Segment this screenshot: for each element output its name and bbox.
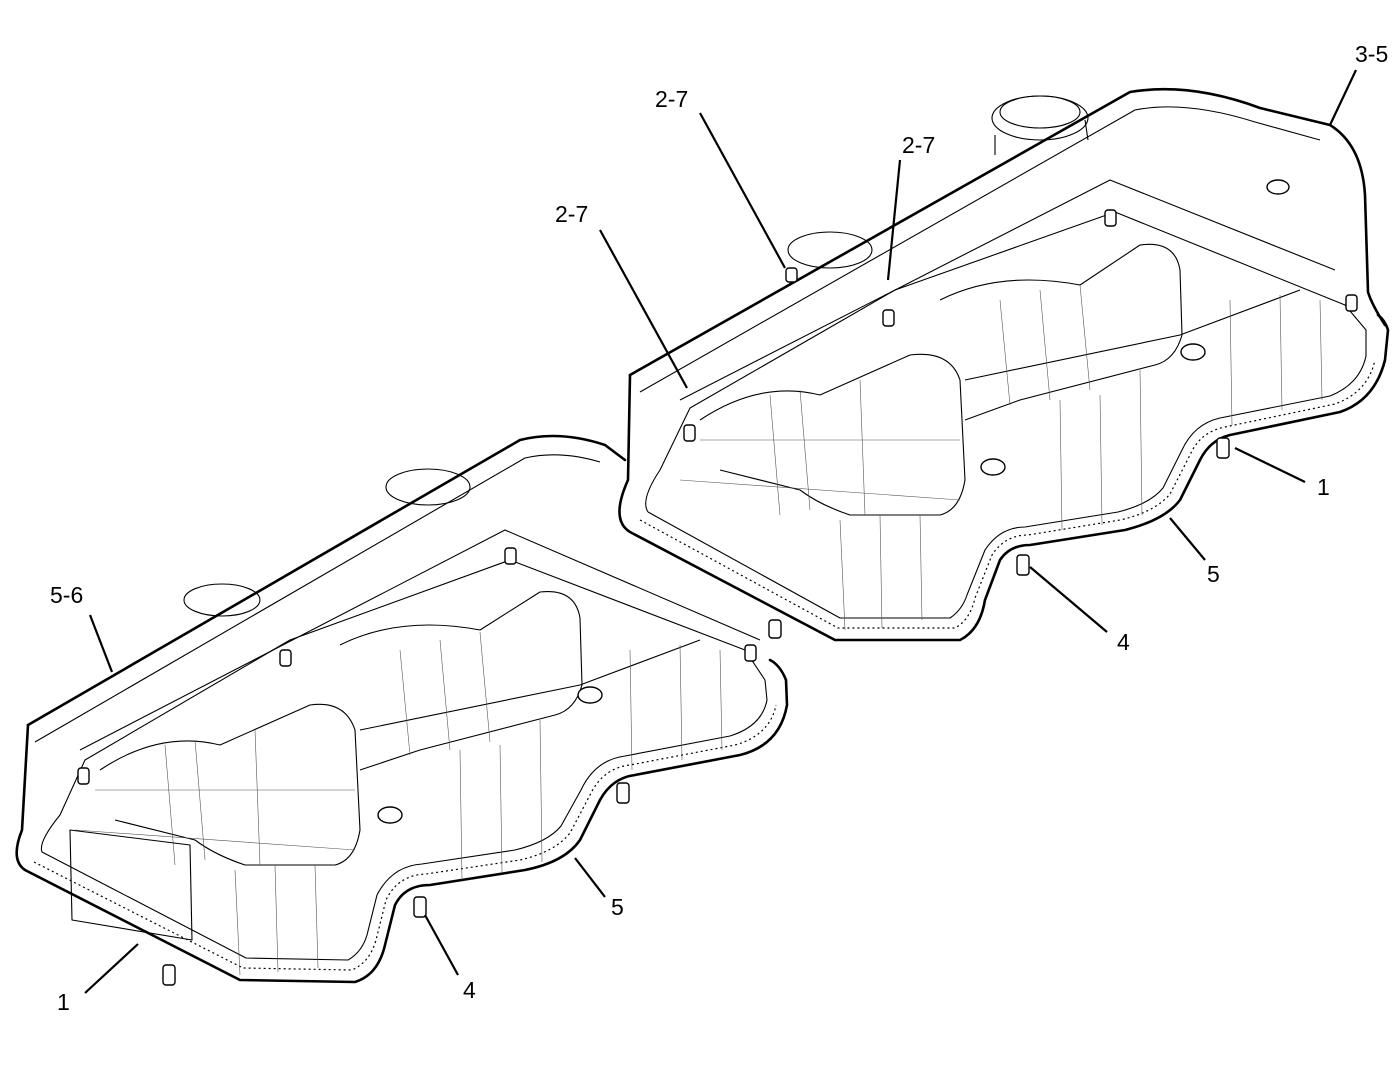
callout-2-7-top: 2-7 — [655, 86, 688, 112]
callout-2-7-right: 2-7 — [902, 132, 935, 158]
leader-5-right — [1169, 517, 1206, 561]
callout-3-5: 3-5 — [1355, 41, 1388, 67]
callout-labels: 3-5 2-7 2-7 2-7 1 5 4 5-6 5 4 1 — [50, 41, 1388, 1015]
callout-2-7-left: 2-7 — [555, 201, 588, 227]
callout-5-6: 5-6 — [50, 582, 83, 608]
callout-4-left: 4 — [463, 977, 476, 1003]
callout-5-right: 5 — [1207, 561, 1220, 587]
leader-2-7-right — [886, 159, 902, 281]
callout-1-left: 1 — [57, 989, 70, 1015]
leader-lines — [84, 69, 1357, 994]
leader-3-5 — [1329, 69, 1357, 126]
front-cover-section — [15, 434, 789, 986]
callout-4-right: 4 — [1117, 629, 1130, 655]
leader-2-7-left — [599, 229, 688, 389]
leader-4-right — [1029, 566, 1108, 633]
leader-4-left — [424, 914, 459, 976]
leader-1-right — [1234, 447, 1306, 483]
leader-5-left — [574, 857, 606, 898]
callout-5-left: 5 — [611, 894, 624, 920]
callout-1-right: 1 — [1317, 474, 1330, 500]
leader-2-7-top — [699, 112, 786, 269]
leader-1-left — [84, 943, 139, 994]
rear-cover-section — [618, 87, 1390, 642]
leader-5-6 — [88, 614, 114, 673]
